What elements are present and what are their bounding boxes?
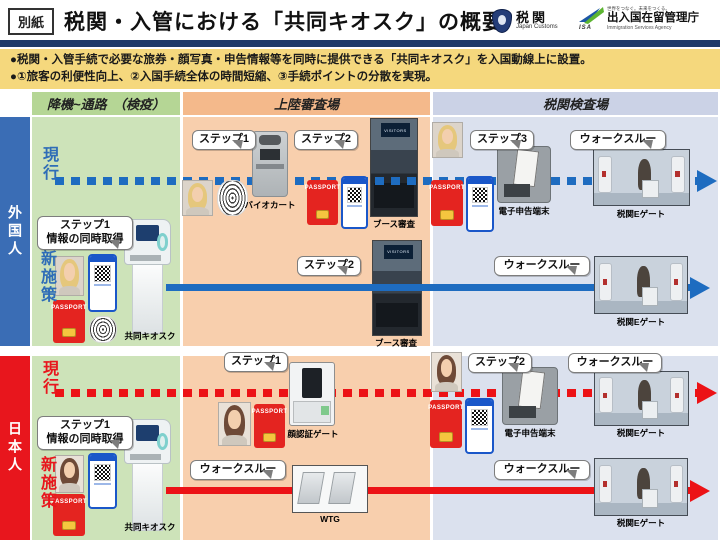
jn-egate-caption: 税関Eゲート (616, 518, 666, 528)
fn-egate-photo (594, 256, 688, 314)
wtg-gate-photo (292, 465, 368, 513)
isa-logo: ISA 世界をつなぐ。未来をつくる。 出入国在留管理庁 Immigration … (578, 6, 699, 31)
fc-booth-photo: VISITORS (370, 118, 418, 217)
japanese-section-label: 日本人 (7, 421, 23, 475)
jc-traveler-photo (218, 402, 251, 446)
isa-abbr: ISA (579, 25, 593, 32)
fn-traveler-photo (55, 256, 84, 296)
japanese-new-arrow (690, 480, 710, 502)
japanese-section-bar: 日本人 (0, 356, 30, 540)
foreigner-current-flow-line (55, 177, 697, 185)
japanese-current-flow-line (55, 389, 697, 397)
fc-step3-bubble: ステップ3 (470, 130, 534, 150)
isa-sub: Immigration Services Agency (607, 24, 672, 31)
fn-passport-icon: PASSPORT (51, 300, 86, 343)
isa-name: 出入国在留管理庁 (607, 12, 699, 24)
foreigner-current-arrow (697, 170, 717, 192)
zone-header-quarantine: 降機~通路 （検疫） (32, 92, 180, 115)
customs-logo-sub: Japan Customs (516, 23, 558, 30)
japanese-current-label: 現行 (40, 360, 57, 396)
fn-step2-bubble: ステップ2 (297, 256, 361, 276)
fn-booth-caption: ブース審査 (374, 338, 418, 348)
japan-customs-logo: 税関 Japan Customs (492, 9, 558, 33)
fc-walkthrough-bubble: ウォークスルー (570, 130, 666, 150)
fn-step1-line2: 情報の同時取得 (46, 232, 124, 245)
jn-walkthrough-wtg-bubble: ウォークスルー (190, 460, 286, 480)
foreigner-section-label: 外国人 (7, 204, 23, 259)
jn-egate-photo (594, 458, 688, 516)
fn-step1-line1: ステップ1 (59, 219, 111, 231)
isa-swoosh-icon: ISA (578, 6, 604, 32)
fc-qr-phone-icon-2 (466, 176, 494, 232)
jc-facegate-caption: 顔認証ゲート (287, 429, 339, 439)
foreigner-new-flow-line (166, 284, 690, 291)
fc-passport-icon: PASSPORT (305, 180, 340, 225)
zone-header-customs: 税関検査場 (433, 92, 718, 115)
booth-sign-2: VISITORS (383, 244, 414, 259)
summary-banner: ●税関・入管手続で必要な旅券・顔写真・申告情報等を同時に提供できる「共同キオスク… (0, 49, 720, 89)
fc-biocart-caption: バイオカート (244, 200, 296, 210)
customs-logo-name: 税関 (516, 9, 549, 25)
zone-header-immigration: 上陸審査場 (183, 92, 430, 115)
fc-edecl-caption: 電子申告端末 (498, 206, 550, 216)
fc-step1-bubble: ステップ1 (192, 130, 256, 150)
jc-edecl-terminal-image (502, 367, 558, 425)
jn-passport-icon: PASSPORT (51, 494, 86, 536)
jc-step1-bubble: ステップ1 (224, 352, 288, 372)
jc-passport-icon: PASSPORT (252, 404, 287, 448)
foreigner-current-label: 現行 (40, 146, 57, 182)
jn-traveler-photo (55, 455, 84, 493)
fn-kiosk-caption: 共同キオスク (124, 331, 176, 341)
fc-edecl-terminal-image (497, 146, 551, 203)
fc-booth-caption: ブース審査 (372, 219, 416, 229)
jn-kiosk-caption: 共同キオスク (124, 522, 176, 532)
jc-qr-phone-icon (465, 398, 494, 454)
fc-step2-bubble: ステップ2 (294, 130, 358, 150)
foreigner-section-bar: 外国人 (0, 117, 30, 346)
jc-edecl-caption: 電子申告端末 (504, 428, 556, 438)
header-divider (0, 40, 720, 47)
jc-walkthrough-bubble: ウォークスルー (568, 353, 662, 373)
jc-egate-caption: 税関Eゲート (616, 428, 666, 438)
foreigner-new-label: 新施策 (38, 250, 55, 304)
booth-sign: VISITORS (381, 122, 410, 138)
jc-egate-photo (594, 371, 689, 426)
jn-qr-phone-icon (88, 453, 117, 509)
fn-step1-bubble: ステップ1 情報の同時取得 (37, 216, 133, 250)
jn-walkthrough-egate-bubble: ウォークスルー (494, 460, 590, 480)
summary-line-1: ●税関・入管手続で必要な旅券・顔写真・申告情報等を同時に提供できる「共同キオスク… (10, 54, 592, 66)
japanese-current-arrow (697, 382, 717, 404)
jc-passport-icon-2: PASSPORT (428, 400, 463, 448)
facegate-machine-image (289, 362, 335, 426)
attachment-tag: 別紙 (8, 8, 54, 35)
jc-traveler-photo-2 (431, 352, 462, 392)
jn-step1-bubble: ステップ1 情報の同時取得 (37, 416, 133, 450)
customs-shield-icon (492, 9, 512, 33)
fc-egate-caption: 税関Eゲート (616, 209, 666, 219)
biocart-machine-image (252, 131, 288, 197)
jc-step2-bubble: ステップ2 (468, 353, 532, 373)
japanese-new-flow-line (166, 487, 690, 494)
fc-qr-phone-icon (341, 176, 368, 229)
jn-wtg-caption: WTG (320, 514, 340, 524)
fc-traveler-photo-2 (432, 122, 463, 158)
fn-walkthrough-bubble: ウォークスルー (494, 256, 590, 276)
jn-step1-line1: ステップ1 (59, 419, 111, 431)
fn-egate-caption: 税関Eゲート (616, 317, 666, 327)
isa-slogan: 世界をつなぐ。未来をつくる。 (607, 6, 670, 11)
foreigner-new-arrow (690, 277, 710, 299)
fc-passport-icon-2: PASSPORT (429, 180, 464, 226)
fn-qr-phone-icon (88, 254, 117, 312)
jn-kiosk-machine-image (124, 419, 171, 531)
fn-fingerprint-icon (89, 316, 117, 343)
fc-egate-photo (593, 149, 690, 206)
jn-step1-line2: 情報の同時取得 (46, 432, 124, 445)
japanese-new-label: 新施策 (38, 456, 55, 510)
fc-fingerprint-icon (217, 180, 248, 216)
page-title: 税関・入管における「共同キオスク」の概要 (64, 11, 504, 34)
fc-traveler-photo (182, 180, 213, 216)
summary-line-2: ●①旅客の利便性向上、②入国手続全体の時間短縮、③手続ポイントの分散を実現。 (10, 70, 438, 83)
